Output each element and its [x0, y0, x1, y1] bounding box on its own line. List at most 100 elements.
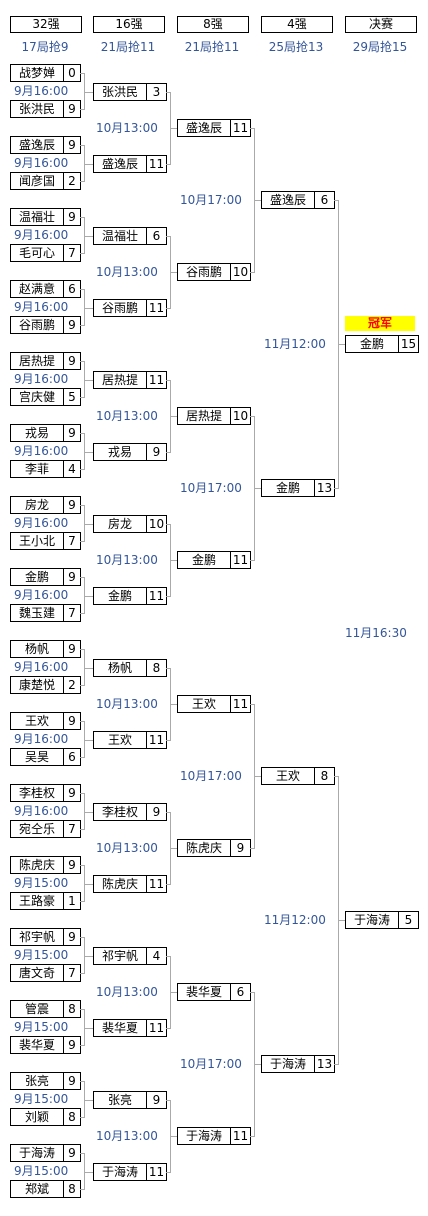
player-name: 杨帆: [24, 642, 49, 656]
bracket-line: [84, 433, 85, 470]
match-time: 9月16:00: [14, 732, 69, 746]
player-score: 9: [63, 101, 80, 117]
bracket-line: [250, 128, 254, 129]
match-time: 9月16:00: [14, 228, 69, 242]
bracket-line: [84, 956, 94, 957]
bracket-line: [170, 272, 177, 273]
player-score: 9: [63, 785, 80, 801]
bracket-line: [166, 1172, 170, 1173]
match-time: 10月13:00: [96, 265, 158, 279]
player-score: 11: [146, 372, 166, 388]
bracket-line: [80, 505, 84, 506]
bracket-line: [166, 596, 170, 597]
match-time: 9月16:00: [14, 444, 69, 458]
player-name: 于海涛: [185, 1129, 222, 1143]
bracket-line: [254, 200, 261, 201]
bracket-line: [84, 721, 85, 758]
bracket-line: [166, 164, 170, 165]
bracket-line: [166, 380, 170, 381]
bracket-line: [170, 704, 177, 705]
bracket-line: [80, 685, 84, 686]
bracket-line: [166, 956, 170, 957]
match-time: 11月12:00: [264, 913, 326, 927]
bracket-line: [84, 145, 85, 182]
round-format: 21局抢11: [184, 40, 240, 54]
bracket-line: [250, 272, 254, 273]
player-score: 15: [398, 336, 418, 352]
bracket-line: [170, 128, 177, 129]
bracket-line: [80, 1189, 84, 1190]
bracket-line: [80, 1009, 84, 1010]
match-time: 9月16:00: [14, 156, 69, 170]
player-score: 11: [146, 1164, 166, 1180]
player-name: 管震: [24, 1002, 49, 1016]
bracket-line: [80, 577, 84, 578]
player-score: 9: [63, 137, 80, 153]
player-name: 李桂权: [101, 805, 138, 819]
bracket-line: [338, 344, 345, 345]
player-name: 于海涛: [101, 1165, 138, 1179]
player-name: 李菲: [24, 462, 49, 476]
player-score: 9: [63, 1037, 80, 1053]
player-score: 7: [63, 605, 80, 621]
player-score: 0: [63, 65, 80, 81]
player-name: 金鹏: [359, 337, 384, 351]
player-score: 11: [146, 876, 166, 892]
player-name: 于海涛: [18, 1146, 55, 1160]
player-score: 6: [63, 281, 80, 297]
bracket-line: [250, 416, 254, 417]
player-score: 9: [63, 1145, 80, 1161]
bracket-line: [84, 505, 85, 542]
round-format: 17局抢9: [21, 40, 69, 54]
bracket-line: [80, 937, 84, 938]
player-name: 居热提: [185, 409, 222, 423]
bracket-line: [166, 308, 170, 309]
bracket-line: [166, 92, 170, 93]
player-score: 9: [63, 569, 80, 585]
match-time: 9月16:00: [14, 84, 69, 98]
player-name: 裴华夏: [185, 985, 222, 999]
match-time: 10月17:00: [180, 769, 242, 783]
bracket-line: [254, 1064, 261, 1065]
bracket-line: [166, 740, 170, 741]
player-score: 4: [63, 461, 80, 477]
match-time: 9月15:00: [14, 1164, 69, 1178]
bracket-line: [166, 1100, 170, 1101]
r32-player: 于海涛 9: [10, 1144, 81, 1162]
player-name: 赵满意: [18, 282, 55, 296]
player-name: 盛逸辰: [185, 121, 222, 135]
round-header: 32强: [10, 16, 82, 33]
match-time: 9月15:00: [14, 948, 69, 962]
player-score: 11: [230, 696, 250, 712]
player-score: 4: [146, 948, 166, 964]
bracket-line: [166, 812, 170, 813]
player-score: 11: [146, 1020, 166, 1036]
match-time: 9月16:00: [14, 660, 69, 674]
bracket-line: [334, 488, 338, 489]
player-score: 1: [63, 893, 80, 909]
player-score: 8: [63, 1001, 80, 1017]
player-score: 9: [146, 804, 166, 820]
player-name: 于海涛: [353, 913, 390, 927]
bracket-line: [84, 793, 85, 830]
player-score: 9: [63, 209, 80, 225]
bracket-line: [84, 236, 94, 237]
player-score: 11: [230, 1128, 250, 1144]
final-player: 金鹏 15: [345, 335, 419, 353]
bracket-line: [84, 884, 94, 885]
bracket-line: [166, 884, 170, 885]
bracket-line: [166, 452, 170, 453]
player-score: 9: [63, 641, 80, 657]
player-score: 8: [63, 1109, 80, 1125]
